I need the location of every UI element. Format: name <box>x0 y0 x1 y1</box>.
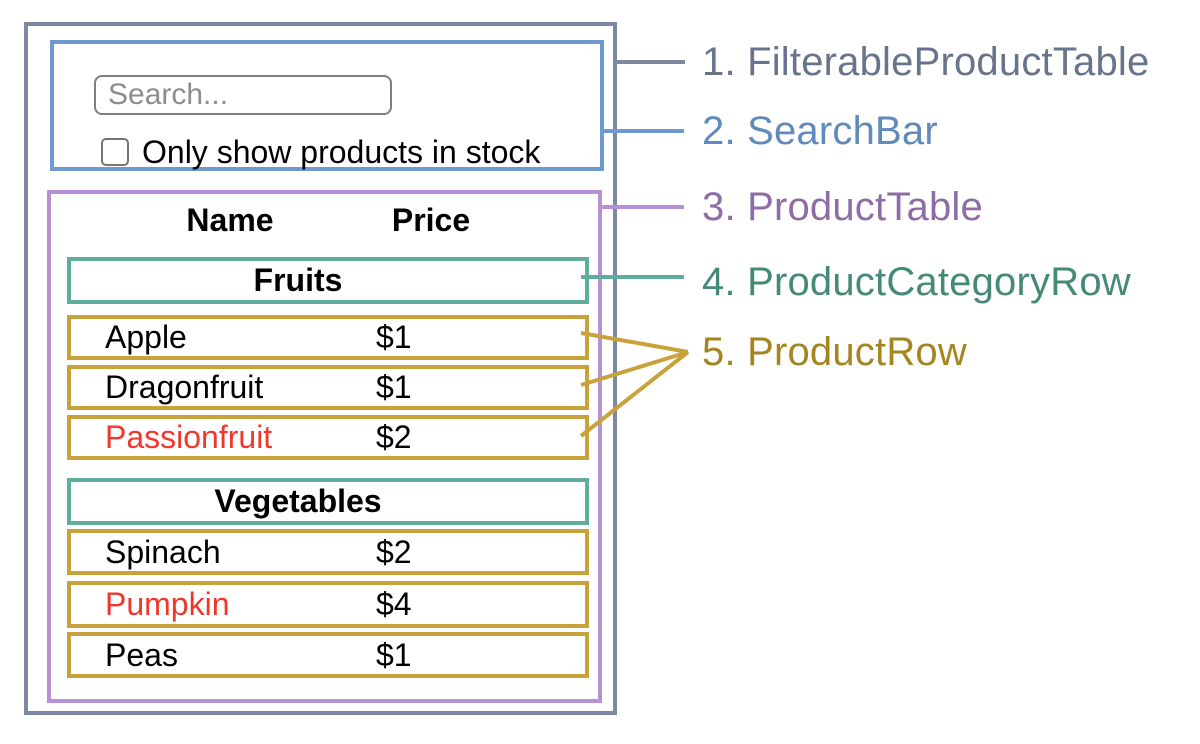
category-label: Vegetables <box>214 483 382 519</box>
product-row: Pumpkin $4 <box>67 581 589 628</box>
legend-item-filterable-product-table: 1. FilterableProductTable <box>702 40 1150 84</box>
connector-line-product-table <box>598 205 684 209</box>
product-price: $4 <box>376 586 412 622</box>
product-price: $2 <box>376 533 412 570</box>
connector-fan-product-rows <box>579 331 690 438</box>
search-input[interactable] <box>94 75 392 115</box>
product-name: Apple <box>105 319 187 355</box>
product-table-box: Name Price Fruits Apple $1 Dragonfruit $… <box>47 190 602 703</box>
connector-line-filterable-product-table <box>617 60 685 64</box>
product-row: Passionfruit $2 <box>67 415 589 460</box>
connector-line-product-category-row <box>581 275 684 279</box>
product-name: Spinach <box>105 533 221 570</box>
product-price: $1 <box>376 636 412 673</box>
column-header-price: Price <box>391 202 471 238</box>
product-name-out-of-stock: Passionfruit <box>105 419 273 455</box>
legend-item-product-row: 5. ProductRow <box>702 330 967 374</box>
product-price: $2 <box>376 419 412 455</box>
product-row: Peas $1 <box>67 632 589 678</box>
product-name-out-of-stock: Pumpkin <box>105 586 230 622</box>
product-row: Spinach $2 <box>67 529 589 575</box>
legend-item-product-category-row: 4. ProductCategoryRow <box>702 260 1131 304</box>
legend-item-search-bar: 2. SearchBar <box>702 109 938 153</box>
product-category-row: Vegetables <box>67 478 589 525</box>
in-stock-checkbox-label: Only show products in stock <box>142 134 541 170</box>
category-label: Fruits <box>253 262 343 298</box>
in-stock-checkbox[interactable] <box>101 138 129 166</box>
product-row: Apple $1 <box>67 315 589 360</box>
search-bar-box: Only show products in stock <box>50 40 604 171</box>
connector-line-search-bar <box>600 129 684 133</box>
product-price: $1 <box>376 369 412 405</box>
filterable-product-table-box: Only show products in stock Name Price F… <box>24 22 617 715</box>
product-name: Dragonfruit <box>105 369 264 405</box>
legend-item-product-table: 3. ProductTable <box>702 185 983 229</box>
product-row: Dragonfruit $1 <box>67 365 589 410</box>
product-category-row: Fruits <box>67 257 589 304</box>
product-price: $1 <box>376 319 412 355</box>
product-name: Peas <box>105 636 178 673</box>
column-header-name: Name <box>186 202 274 238</box>
